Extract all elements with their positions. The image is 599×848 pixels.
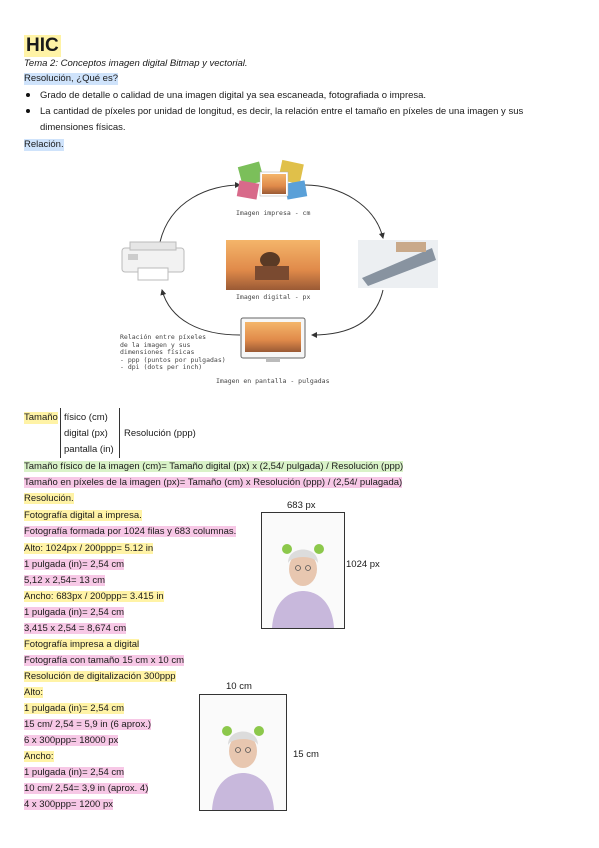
- size-digital: digital (px): [64, 428, 108, 439]
- example1-line: Fotografía digital a impresa.: [24, 510, 142, 521]
- screen-image-label: Imagen en pantalla - pulgadas: [216, 377, 330, 385]
- bullet-item: Grado de detalle o calidad de una imagen…: [26, 90, 426, 102]
- resolution-heading: Resolución.: [24, 493, 74, 504]
- size-bracket-left: [60, 408, 61, 458]
- resolution-result: Resolución (ppp): [124, 428, 196, 439]
- photo1-width-label: 683 px: [287, 500, 316, 511]
- photo2-height-label: 15 cm: [293, 749, 319, 760]
- example2-line: 15 cm/ 2,54 = 5,9 in (6 aprox.): [24, 719, 151, 730]
- digital-image: [226, 240, 320, 290]
- example1-line: Ancho: 683px / 200ppp= 3.415 in: [24, 591, 164, 602]
- printed-photos-collage: [236, 159, 308, 200]
- photo2-width-label: 10 cm: [226, 681, 252, 692]
- example1-line: 5,12 x 2,54= 13 cm: [24, 575, 106, 586]
- question-heading: Resolución, ¿Qué es?: [24, 73, 118, 85]
- example1-line: Alto: 1024px / 200ppp= 5.12 in: [24, 543, 154, 554]
- size-bracket-right: [119, 408, 120, 458]
- example2-line: 6 x 300ppp= 18000 px: [24, 735, 119, 746]
- bullet-item: La cantidad de píxeles por unidad de lon…: [26, 106, 523, 118]
- elderly-woman-photo: [262, 513, 344, 628]
- example1-line: 3,415 x 2,54 = 8,674 cm: [24, 623, 127, 634]
- example1-line: 1 pulgada (in)= 2,54 cm: [24, 607, 125, 618]
- photo1-height-label: 1024 px: [346, 559, 380, 570]
- formula-pixels: Tamaño en píxeles de la imagen (px)= Tam…: [24, 477, 403, 488]
- photo1-frame: [261, 512, 345, 629]
- example2-line: 1 pulgada (in)= 2,54 cm: [24, 767, 125, 778]
- bullet-icon: [26, 109, 30, 114]
- size-label: Tamaño: [24, 412, 58, 424]
- relation-heading: Relación.: [24, 139, 64, 151]
- printer-icon: [121, 241, 185, 281]
- bullet-text: La cantidad de píxeles por unidad de lon…: [40, 106, 524, 117]
- example2-line: Resolución de digitalización 300ppp: [24, 671, 176, 682]
- photo2-frame: [199, 694, 287, 811]
- scanner-icon: [358, 240, 438, 288]
- example2-line: 4 x 300ppp= 1200 px: [24, 799, 114, 810]
- example2-line: Alto:: [24, 687, 44, 698]
- example1-line: Fotografía formada por 1024 filas y 683 …: [24, 526, 237, 537]
- size-physical: físico (cm): [64, 412, 108, 423]
- digital-image-label: Imagen digital - px: [236, 293, 311, 301]
- arrow-printed-to-scanner: [304, 184, 385, 239]
- monitor-icon: [240, 317, 306, 362]
- size-screen: pantalla (in): [64, 444, 114, 455]
- example2-line: Fotografía con tamaño 15 cm x 10 cm: [24, 655, 184, 666]
- elderly-woman-photo: [200, 695, 286, 810]
- example1-line: 1 pulgada (in)= 2,54 cm: [24, 559, 125, 570]
- resolution-cycle-diagram: [121, 159, 438, 362]
- arrow-printer-to-printed: [159, 182, 241, 243]
- example2-line: 1 pulgada (in)= 2,54 cm: [24, 703, 125, 714]
- page-title: HIC: [24, 35, 61, 57]
- example2-line: Fotografía impresa a digital: [24, 639, 140, 650]
- bullet-icon: [26, 93, 30, 98]
- arrow-scanner-to-screen: [311, 289, 384, 338]
- relation-note: Relación entre píxeles de la imagen y su…: [120, 333, 226, 371]
- bullet-continuation: dimensiones físicas.: [40, 122, 126, 133]
- example2-line: 10 cm/ 2,54= 3,9 in (aprox. 4): [24, 783, 149, 794]
- example2-line: Ancho:: [24, 751, 54, 762]
- topic-subtitle: Tema 2: Conceptos imagen digital Bitmap …: [24, 58, 248, 69]
- bullet-text: Grado de detalle o calidad de una imagen…: [40, 90, 427, 101]
- printed-image-label: Imagen impresa - cm: [236, 209, 311, 217]
- arrow-screen-to-printer: [160, 289, 241, 336]
- formula-physical: Tamaño físico de la imagen (cm)= Tamaño …: [24, 461, 404, 472]
